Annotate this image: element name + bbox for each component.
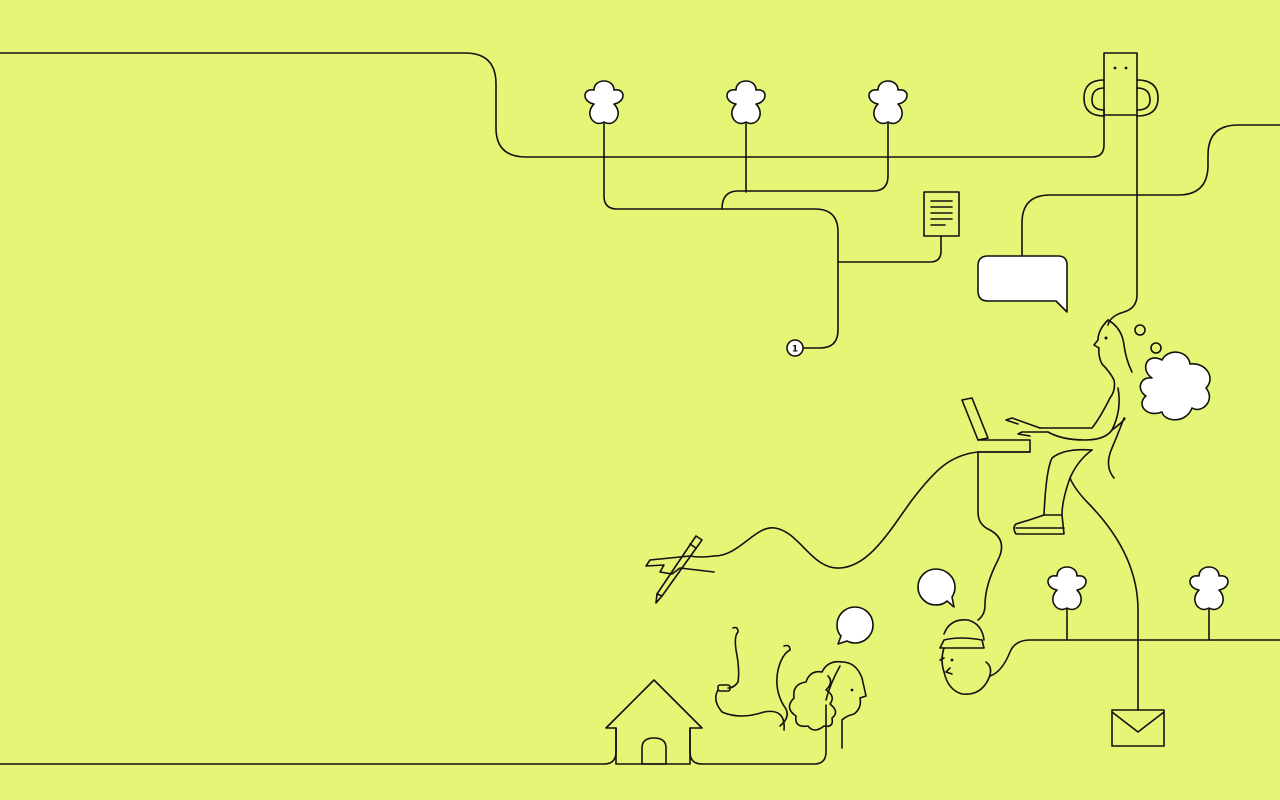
robot-icon xyxy=(1083,52,1159,117)
tree-icon xyxy=(726,80,766,125)
speech-bubble-icon xyxy=(836,606,874,645)
house-icon xyxy=(605,679,703,765)
pencil-icon xyxy=(645,535,715,604)
tree-icon xyxy=(868,80,908,125)
step-badge-label: 1 xyxy=(792,345,798,355)
person-head-icon xyxy=(788,660,867,749)
step-badge: 1 xyxy=(786,339,804,357)
document-icon xyxy=(923,191,960,237)
earphones-icon xyxy=(714,626,791,731)
person-laptop-icon xyxy=(961,319,1133,535)
tree-icon xyxy=(1047,566,1087,611)
envelope-icon xyxy=(1111,709,1165,747)
person-cap-icon xyxy=(939,618,992,696)
speech-bubble-icon xyxy=(917,568,956,608)
connector-lines xyxy=(0,52,1280,765)
thought-bubble-icon xyxy=(1134,324,1211,421)
tree-icon xyxy=(1189,566,1229,611)
speech-bubble-icon xyxy=(977,255,1068,313)
tree-icon xyxy=(584,80,624,125)
